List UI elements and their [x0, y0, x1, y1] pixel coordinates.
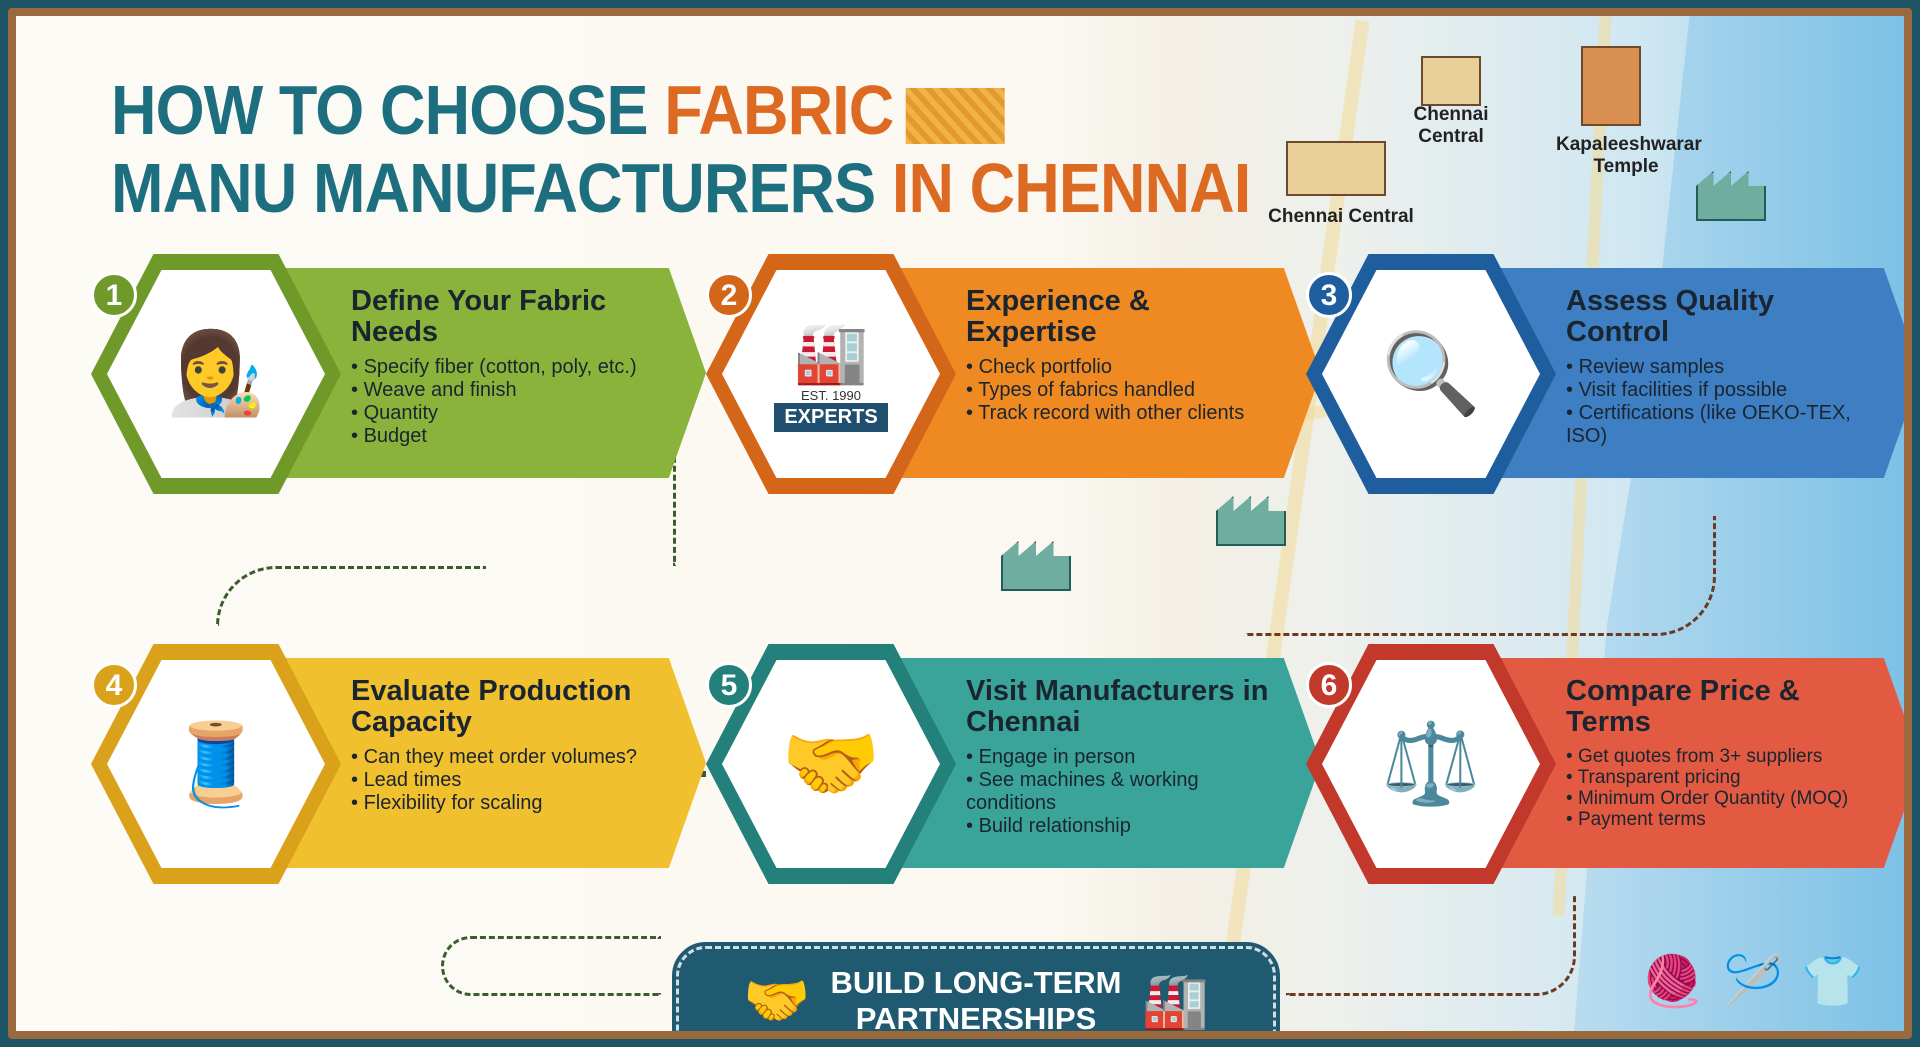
meeting-icon: 🤝 — [722, 660, 940, 868]
landmark-label: Chennai Central — [1268, 206, 1414, 227]
step-number: 4 — [91, 662, 137, 708]
experts-badge: EXPERTS — [774, 402, 888, 432]
step-title: Evaluate Production Capacity — [351, 675, 632, 738]
step-item: Check portfolio — [966, 356, 1281, 379]
step-item: Payment terms — [1566, 809, 1881, 830]
step-item: Specify fiber (cotton, poly, etc.) — [351, 356, 666, 379]
step-item: Weave and finish — [351, 379, 666, 402]
machine-icon: 🧵 — [107, 660, 325, 868]
step-item: Visit facilities if possible — [1566, 379, 1881, 402]
title-part: HOW TO CHOOSE — [111, 71, 665, 149]
temple-building-icon — [1421, 56, 1481, 106]
corner-icons: 🧶 🪡 👕 — [1641, 952, 1864, 1011]
step-item: Certifications (like OEKO-TEX, ISO) — [1566, 402, 1881, 448]
temple-gopuram-icon — [1581, 46, 1641, 126]
infographic-canvas: HOW TO CHOOSE FABRIC MANU MANUFACTURERS … — [16, 16, 1904, 1031]
step-item: Types of fabrics handled — [966, 379, 1281, 402]
page-title: HOW TO CHOOSE FABRIC MANU MANUFACTURERS … — [111, 71, 1251, 227]
title-accent: IN CHENNAI — [891, 149, 1251, 227]
station-building-icon — [1286, 141, 1386, 196]
connector-arrow — [216, 566, 486, 626]
step-number: 5 — [706, 662, 752, 708]
step-item: Transparent pricing — [1566, 767, 1881, 788]
landmark-label: Chennai Central — [1413, 104, 1489, 147]
step-title: Assess Quality Control — [1566, 285, 1774, 348]
connector-arrow — [441, 936, 661, 996]
step-item: Budget — [351, 425, 666, 448]
factory-icon — [1001, 541, 1071, 591]
step-number: 3 — [1306, 272, 1352, 318]
step-item: Minimum Order Quantity (MOQ) — [1566, 788, 1881, 809]
step-item: Review samples — [1566, 356, 1881, 379]
connector-arrow — [1246, 516, 1716, 636]
est-label: EST. 1990 — [801, 387, 861, 403]
step-number: 6 — [1306, 662, 1352, 708]
step-item: Quantity — [351, 402, 666, 425]
step-item: Build relationship — [966, 815, 1281, 838]
handshake-icon: 🤝 — [743, 970, 811, 1031]
fabric-swatch-icon: 🪡 — [1721, 953, 1784, 1009]
title-accent: FABRIC — [664, 71, 894, 149]
partnership-label: BUILD LONG-TERM — [830, 965, 1122, 1000]
tshirt-icon: 👕 — [1801, 953, 1864, 1009]
title-part: MANU MANUFACTURERS — [111, 149, 892, 227]
step-item: Lead times — [351, 769, 666, 792]
fabric-swatch-icon — [905, 87, 1005, 144]
step-item: Get quotes from 3+ suppliers — [1566, 746, 1881, 767]
scale-icon: ⚖️ — [1322, 660, 1540, 868]
step-banner: Evaluate Production CapacityCan they mee… — [241, 658, 706, 868]
fabric-roll-icon: 🧶 — [1641, 953, 1704, 1009]
designer-icon: 👩‍🎨 — [107, 270, 325, 478]
step-title: Define Your Fabric Needs — [351, 285, 607, 348]
step-number: 2 — [706, 272, 752, 318]
step-title: Visit Manufacturers in Chennai — [966, 675, 1269, 738]
step-item: Engage in person — [966, 746, 1281, 769]
step-item: Flexibility for scaling — [351, 792, 666, 815]
step-item: Can they meet order volumes? — [351, 746, 666, 769]
landmark-label: Kapaleeshwarar Temple — [1556, 134, 1702, 177]
inspector-icon: 🔍 — [1322, 270, 1540, 478]
step-title: Experience & Expertise — [966, 285, 1150, 348]
partnership-label: PARTNERSHIPS — [855, 1001, 1097, 1031]
step-number: 1 — [91, 272, 137, 318]
step-item: See machines & working conditions — [966, 769, 1281, 815]
step-title: Compare Price & Terms — [1566, 675, 1800, 738]
step-item: Track record with other clients — [966, 402, 1281, 425]
connector-arrow — [1286, 896, 1576, 996]
factory-icon: 🏭 — [1141, 970, 1209, 1031]
